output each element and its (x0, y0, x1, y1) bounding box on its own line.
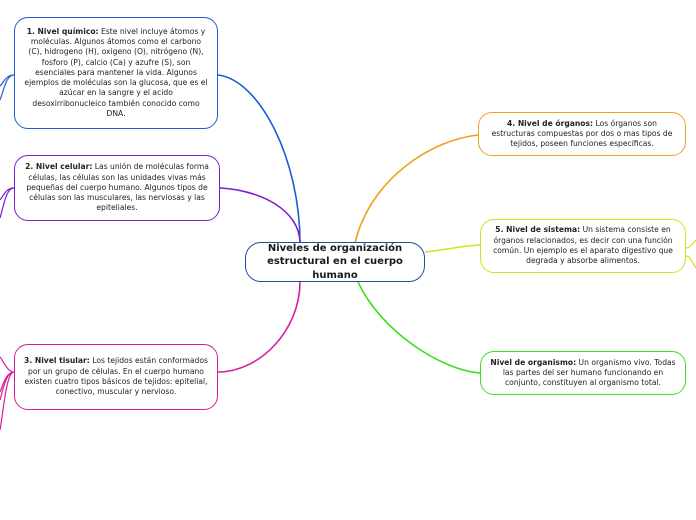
topic-nivel-tisular-title: 3. Nivel tisular: (24, 356, 90, 366)
stub-sistema (685, 239, 696, 269)
topic-nivel-quimico[interactable]: 1. Nivel químico: Este nivel incluye áto… (14, 17, 218, 129)
topic-nivel-sistema-body: Un sistema consiste en órganos relaciona… (493, 225, 673, 266)
topic-nivel-organismo-body: Un organismo vivo. Todas las partes del … (502, 357, 676, 388)
topic-nivel-organismo[interactable]: Nivel de organismo: Un organismo vivo. T… (480, 351, 686, 395)
central-topic-text: Niveles de organización estructural en e… (256, 242, 414, 283)
topic-nivel-celular-body: Las unión de moléculas forma células, la… (26, 162, 209, 213)
central-topic-line1: Niveles de organización (267, 242, 403, 254)
topic-nivel-sistema-text: 5. Nivel de sistema: Un sistema consiste… (489, 225, 677, 266)
central-topic-line2: estructural en el cuerpo humano (267, 256, 403, 281)
connector-sistema (424, 244, 481, 253)
connector-quimico (217, 74, 301, 244)
topic-nivel-sistema[interactable]: 5. Nivel de sistema: Un sistema consiste… (480, 219, 686, 273)
topic-nivel-quimico-body: Este nivel incluye átomos y moléculas. A… (24, 26, 208, 119)
topic-nivel-organos[interactable]: 4. Nivel de órganos: Los órganos son est… (478, 112, 686, 156)
topic-nivel-tisular[interactable]: 3. Nivel tisular: Los tejidos están conf… (14, 344, 218, 410)
topic-nivel-organismo-title: Nivel de organismo: (490, 357, 577, 367)
connector-tisular (217, 281, 301, 373)
topic-nivel-celular-text: 2. Nivel celular: Las unión de moléculas… (23, 162, 211, 214)
topic-nivel-celular-title: 2. Nivel celular: (25, 162, 93, 172)
topic-nivel-tisular-text: 3. Nivel tisular: Los tejidos están conf… (23, 356, 209, 397)
topic-nivel-celular[interactable]: 2. Nivel celular: Las unión de moléculas… (14, 155, 220, 221)
connector-organismo (357, 281, 481, 374)
topic-nivel-organos-body: Los órganos son estructuras compuestas p… (491, 118, 673, 149)
connector-celular (219, 187, 301, 244)
topic-nivel-organismo-text: Nivel de organismo: Un organismo vivo. T… (489, 358, 677, 389)
topic-nivel-quimico-text: 1. Nivel químico: Este nivel incluye áto… (23, 27, 209, 120)
topic-nivel-quimico-title: 1. Nivel químico: (26, 26, 99, 36)
stub-quimico (0, 74, 15, 101)
central-topic[interactable]: Niveles de organización estructural en e… (245, 242, 425, 282)
stub-tisular (0, 356, 15, 431)
stub-celular (0, 187, 15, 219)
topic-nivel-sistema-title: 5. Nivel de sistema: (495, 225, 581, 235)
connector-organos (354, 134, 479, 244)
topic-nivel-organos-title: 4. Nivel de órganos: (507, 118, 594, 128)
topic-nivel-tisular-body: Los tejidos están conformados por un gru… (24, 356, 208, 397)
topic-nivel-organos-text: 4. Nivel de órganos: Los órganos son est… (487, 119, 677, 150)
